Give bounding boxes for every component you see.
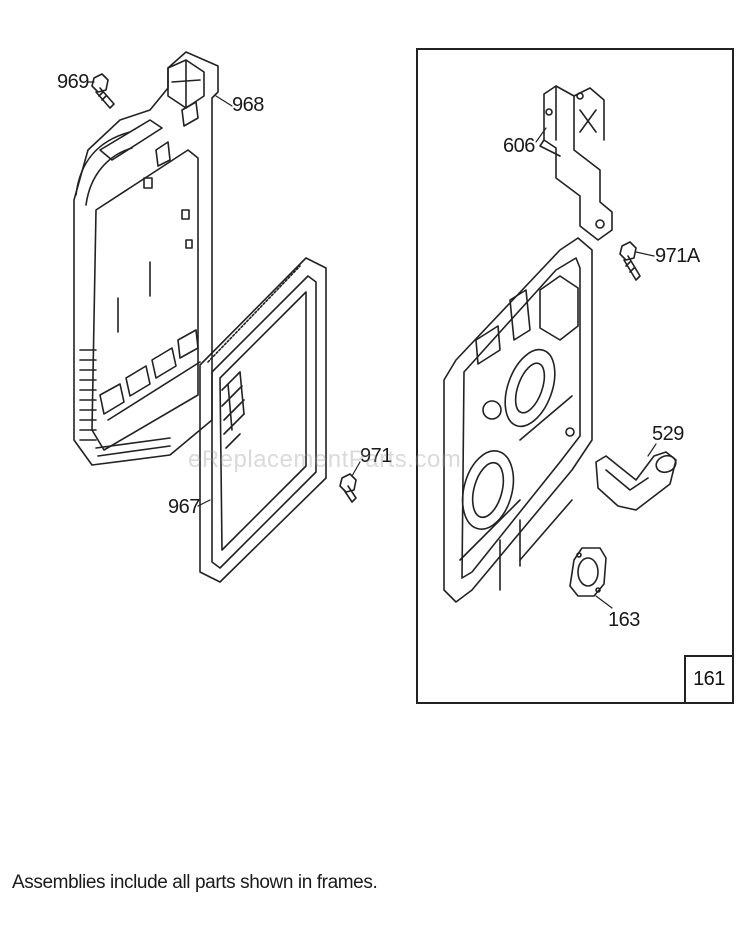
part-label-971: 971	[360, 445, 392, 467]
part-label-968: 968	[232, 94, 264, 116]
part-label-967: 967	[168, 496, 200, 518]
leader-lines	[87, 81, 657, 609]
watermark-text: eReplacementParts.com	[188, 446, 462, 473]
elbow-529-drawing	[595, 451, 677, 511]
intake-housing-drawing	[443, 237, 593, 603]
bracket-606-drawing	[539, 85, 613, 241]
assembly-frame	[416, 48, 734, 704]
screw-969-drawing	[91, 73, 115, 109]
assembly-number: 161	[684, 655, 734, 704]
footnote: Assemblies include all parts shown in fr…	[12, 872, 378, 893]
air-cleaner-base-968-drawing	[73, 51, 219, 466]
part-label-969: 969	[57, 71, 89, 93]
screw-971a-drawing	[619, 241, 641, 281]
filter-cartridge-967-drawing	[199, 257, 327, 583]
part-label-529: 529	[652, 423, 684, 445]
gasket-163-drawing	[569, 547, 607, 597]
screw-971-drawing	[339, 473, 357, 503]
part-label-971a: 971A	[655, 245, 700, 267]
part-label-606: 606	[503, 135, 535, 157]
part-label-163: 163	[608, 609, 640, 631]
